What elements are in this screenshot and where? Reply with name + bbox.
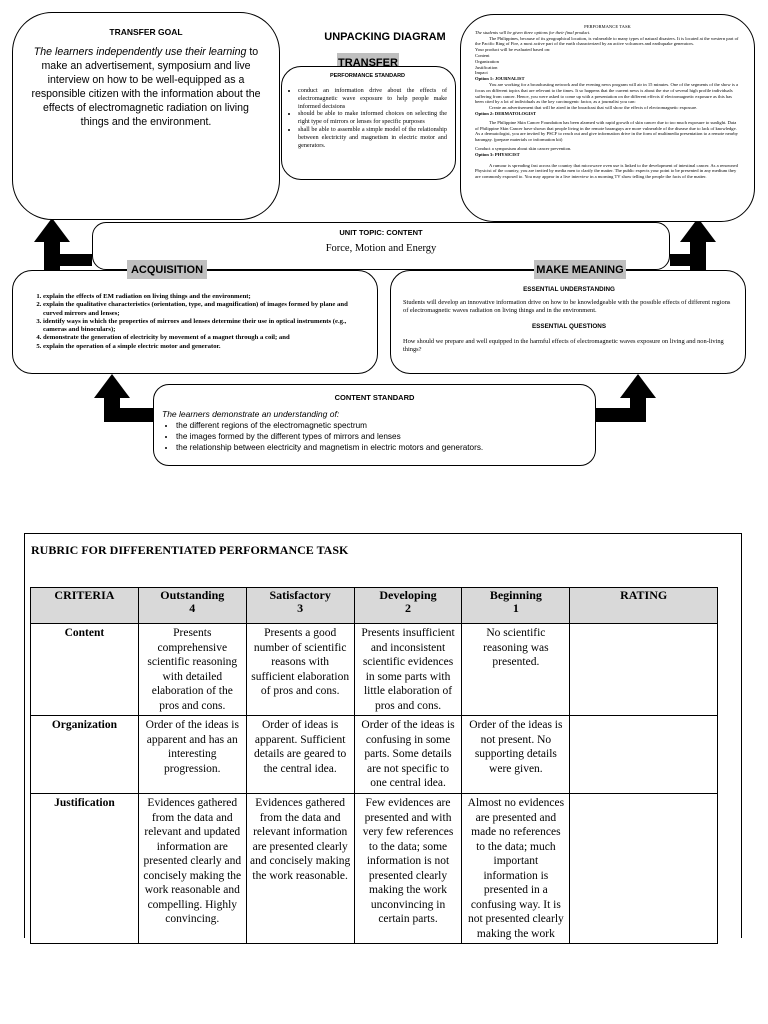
performance-task-option1: Option 1: JOURNALIST [475,76,525,82]
content-standard-item: the relationship between electricity and… [176,442,587,453]
performance-task-criterion: Impact [475,70,488,76]
acquisition-list: explain the effects of EM radiation on l… [23,293,367,351]
content-standard-list: the different regions of the electromagn… [162,420,587,453]
unit-topic-heading: UNIT TOPIC: CONTENT [339,228,423,237]
content-standard-lead: The learners demonstrate an understandin… [162,409,340,419]
rubric-header-score: 3 [297,601,304,615]
rubric-header: CRITERIA [30,587,139,624]
acquisition-item: demonstrate the generation of electricit… [43,334,367,342]
essential-understanding-heading: ESSENTIAL UNDERSTANDING [523,286,615,293]
performance-task-option1-text: You are working for a broadcasting netwo… [475,81,739,105]
rubric-cell: Order of the ideas is apparent and has a… [137,715,247,794]
rubric-cell: Few evidences are presented and with ver… [353,793,463,944]
performance-task-para1: The Philippines, because of its geograph… [475,35,739,47]
rubric-cell: Evidences gathered from the data and rel… [245,793,355,944]
performance-task-criterion: Organization [475,58,499,64]
rubric-header-name: Developing [379,588,437,602]
performance-task-option2-text2: Conduct a symposium about skin cancer pr… [475,145,572,151]
transfer-goal-text: The learners independently use their lea… [31,45,261,129]
diagram-title: UNPACKING DIAGRAM [324,31,446,43]
transfer-goal-lead: The learners independently use their lea… [33,46,247,58]
table-row: Content Presents comprehensive scientifi… [30,623,718,716]
rubric-criteria: Content [30,623,139,716]
rubric-header-score: 2 [405,601,412,615]
make-meaning-label: MAKE MEANING [534,260,626,279]
transfer-goal-box: TRANSFER GOAL The learners independently… [12,12,280,220]
rubric-header-name: RATING [620,588,668,602]
rubric-rating[interactable] [569,715,718,794]
rubric-cell: Presents comprehensive scientific reason… [137,623,247,716]
transfer-goal-heading: TRANSFER GOAL [109,27,183,37]
performance-task-eval-intro: Your product will be evaluated based on: [475,47,551,53]
performance-task-criterion: Justification [475,64,498,70]
rubric-cell: Evidences gathered from the data and rel… [137,793,247,944]
rubric-cell: Order of the ideas is not present. No su… [461,715,571,794]
content-standard-heading: CONTENT STANDARD [334,393,415,402]
make-meaning-box: ESSENTIAL UNDERSTANDING Students will de… [390,270,746,374]
performance-standard-box: PERFORMANCE STANDARD conduct an informat… [281,66,456,180]
rubric-header-name: Outstanding [160,588,225,602]
unit-topic-value: Force, Motion and Energy [325,243,437,254]
performance-standard-heading: PERFORMANCE STANDARD [329,73,406,79]
table-row: Organization Order of the ideas is appar… [30,715,718,794]
rubric-cell: Presents a good number of scientific rea… [245,623,355,716]
performance-task-heading: PERFORMANCE TASK [584,24,631,29]
rubric-criteria: Organization [30,715,139,794]
rubric-rating[interactable] [569,793,718,944]
performance-task-option3-text: A rumour is spreading fast across the co… [475,162,738,180]
rubric-cell: Order of ideas is apparent. Sufficient d… [245,715,355,794]
rubric-title: RUBRIC FOR DIFFERENTIATED PERFORMANCE TA… [31,543,349,557]
content-standard-item: the images formed by the different types… [176,431,587,442]
performance-task-box: PERFORMANCE TASK The students will be gi… [460,14,755,222]
performance-task-option3: Option 3: PHYSICIST [475,151,520,157]
performance-task-criterion: Content [475,52,490,58]
transfer-goal-rest: to make an advertisement, symposium and … [31,46,261,128]
rubric-criteria: Justification [30,793,139,944]
rubric-cell: Presents insufficient and inconsistent s… [353,623,463,716]
rubric-header: RATING [569,587,718,624]
performance-standard-list: conduct an information drive about the e… [288,87,447,149]
acquisition-item: identify ways in which the properties of… [43,318,367,335]
performance-task-intro: The students will be given three options… [475,29,591,35]
performance-standard-item: shall be able to assemble a simple model… [298,126,447,149]
content-standard-item: the different regions of the electromagn… [176,420,587,431]
essential-questions-text: How should we prepare and well equipped … [403,338,724,353]
acquisition-item: explain the effects of EM radiation on l… [43,293,367,301]
essential-questions-heading: ESSENTIAL QUESTIONS [531,323,607,330]
rubric-cell: Almost no evidences are presented and ma… [461,793,571,944]
acquisition-item: explain the qualitative characteristics … [43,301,367,318]
rubric-rating[interactable] [569,623,718,716]
performance-task-option2: Option 2: DERMATOLOGIST [475,110,537,116]
essential-understanding-text: Students will develop an innovative info… [403,299,731,314]
rubric-header-name: Beginning [489,588,542,602]
acquisition-box: explain the effects of EM radiation on l… [12,270,378,374]
performance-standard-item: should be able to make informed choices … [298,110,447,126]
content-standard-box: CONTENT STANDARD The learners demonstrat… [153,384,596,466]
acquisition-item: explain the operation of a simple electr… [43,343,367,351]
rubric-frame [24,533,742,938]
rubric-header-name: CRITERIA [54,588,115,602]
rubric-cell: No scientific reasoning was presented. [461,623,571,716]
rubric-header-score: 1 [512,601,519,615]
acquisition-label: ACQUISITION [127,260,207,279]
table-row: Justification Evidences gathered from th… [30,793,718,944]
rubric-header-score: 4 [189,601,196,615]
performance-task-option2-text: The Philippine Skin Cancer Foundation ha… [475,119,738,143]
rubric-header-name: Satisfactory [269,588,331,602]
rubric-cell: Order of the ideas is confusing in some … [353,715,463,794]
performance-task-option1-text2: Create an advertisement that will be air… [489,105,698,111]
performance-standard-item: conduct an information drive about the e… [298,87,447,110]
